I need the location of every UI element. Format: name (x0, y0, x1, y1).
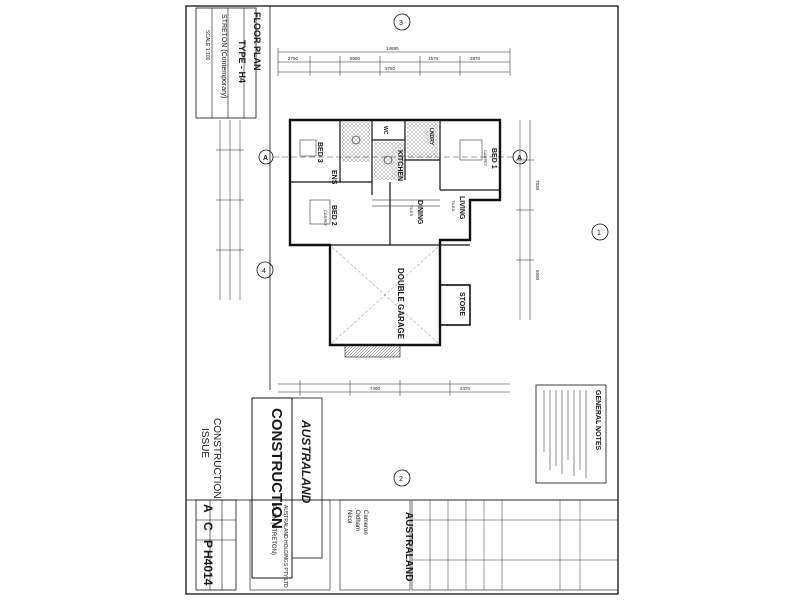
room-wc: WC (382, 126, 388, 135)
construction-stamp-text: CONSTRUCTION (268, 408, 285, 529)
dim-top-a: 2790 (288, 56, 299, 61)
finish-carpet-bed2: CARPET (323, 210, 328, 227)
store-room (439, 284, 471, 326)
room-ens: ENS (330, 170, 337, 185)
design-name: STRETON (Contemporary) (220, 14, 227, 98)
client-name: AUSTRALAND HOLDINGS PTY LTD (282, 505, 288, 588)
dim-top-e: 3750 (385, 66, 396, 71)
finish-tiles-living: TILES (451, 200, 456, 211)
room-bed2: BED 2 (330, 205, 337, 226)
plan-title: FLOOR PLAN (252, 12, 262, 71)
room-store: STORE (458, 292, 465, 316)
dimension-labels: 14690 2790 5990 1670 2870 3750 7490 2470… (288, 46, 540, 391)
room-bed3: BED 3 (316, 142, 323, 163)
svg-text:4: 4 (262, 268, 266, 275)
svg-text:A: A (517, 155, 522, 162)
porch (344, 344, 401, 358)
construction-issue: CONSTRUCTION ISSUE (199, 418, 222, 499)
room-bed1: BED 1 (490, 148, 497, 169)
australand-logo-text: AUSTRALAND (403, 512, 414, 581)
outer-border (185, 5, 619, 595)
firm-name-3: Cameron (362, 510, 368, 535)
dim-bottom-b: 2470 (460, 386, 471, 391)
svg-text:A: A (263, 155, 268, 162)
room-dining: DINING (416, 200, 423, 225)
house-outline (288, 118, 502, 347)
code-c: C (201, 522, 215, 531)
australand-stamp: AUSTRALAND (291, 397, 323, 559)
elevation-ref-left (256, 261, 274, 279)
dim-top-b: 5990 (350, 56, 361, 61)
dim-overall-top: 14690 (386, 46, 399, 51)
elevation-ref-right (591, 223, 609, 241)
general-notes-heading: GENERAL NOTES (594, 390, 601, 450)
dimension-lines (216, 48, 534, 396)
floor-finish-labels: CARPET CARPET TILES TILES (323, 150, 488, 227)
dim-top-d: 2870 (470, 56, 481, 61)
svg-text:3: 3 (399, 20, 403, 27)
bathroom-tiles (374, 142, 404, 180)
bottom-title-block: H4014 A C P PLAN (STRETON) AUSTRALAND HO… (186, 499, 619, 591)
room-double-garage: DOUBLE GARAGE (396, 268, 405, 340)
scale-label: SCALE 1:100 (204, 30, 210, 61)
type-label: TYPE - H4 (237, 40, 247, 83)
construction-issue-line1: CONSTRUCTION (211, 418, 222, 499)
section-markers: A A 3 2 4 1 (256, 13, 609, 487)
finish-tiles-dining: TILES (409, 205, 414, 216)
dim-right-a: 7830 (535, 180, 540, 191)
general-notes: GENERAL NOTES (535, 384, 607, 484)
australand-stamp-text: AUSTRALAND (299, 419, 313, 504)
dim-top-c: 1670 (428, 56, 439, 61)
ensuite-tiles (342, 122, 370, 162)
room-living: LIVING (458, 196, 465, 220)
code-a: A (201, 504, 215, 513)
firm-name-1: Oldham (354, 510, 360, 531)
room-lndry: LNDRY (428, 128, 434, 146)
svg-text:1: 1 (597, 230, 601, 237)
firm-name-2: Nicol (346, 510, 352, 523)
elevation-ref-top (393, 13, 411, 31)
drawing-number: H4014 (201, 550, 215, 586)
building-footprint (288, 118, 502, 358)
dim-right-b: 5990 (535, 270, 540, 281)
code-p: P (201, 540, 215, 548)
construction-issue-line2: ISSUE (199, 428, 210, 458)
project-name: PLAN (STRETON) (270, 505, 276, 555)
finish-carpet-bed1: CARPET (483, 150, 488, 167)
title-strip: FLOOR PLAN TYPE - H4 STRETON (Contempora… (195, 7, 262, 119)
elevation-ref-bottom (393, 469, 411, 487)
laundry-tiles (407, 122, 438, 158)
room-kitchen: KITCHEN (396, 150, 403, 181)
svg-text:2: 2 (399, 476, 403, 483)
room-labels: BED 1 BED 2 BED 3 LIVING DINING ENS KITC… (316, 126, 497, 340)
dim-bottom-a: 7490 (370, 386, 381, 391)
